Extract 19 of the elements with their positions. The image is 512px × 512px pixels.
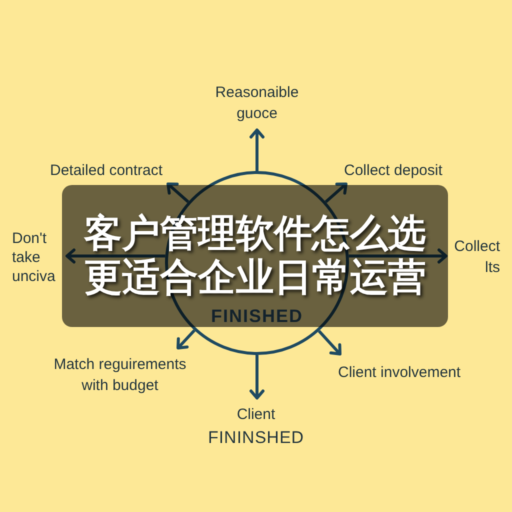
arrow	[66, 248, 166, 264]
arrow	[250, 128, 264, 171]
label: FINISHED	[211, 305, 303, 327]
arrow	[250, 355, 264, 400]
arrow	[324, 182, 348, 204]
label: Client	[236, 405, 276, 425]
arrow	[166, 182, 190, 204]
label: Match reguirements with budget	[47, 354, 193, 396]
label: Client involvement	[338, 362, 461, 383]
label: Reasonaible guoce	[213, 82, 301, 124]
label: Collect deposit	[344, 160, 442, 181]
arrow	[348, 248, 448, 264]
label: Detailed contract	[50, 160, 163, 181]
arrow	[176, 329, 196, 350]
title: 客户管理软件怎么选更适合企业日常运营	[83, 211, 427, 299]
label: Don't take unciva	[12, 229, 60, 286]
arrow	[318, 330, 342, 356]
label: Collect lts	[452, 236, 500, 278]
label: FININSHED	[208, 427, 304, 449]
